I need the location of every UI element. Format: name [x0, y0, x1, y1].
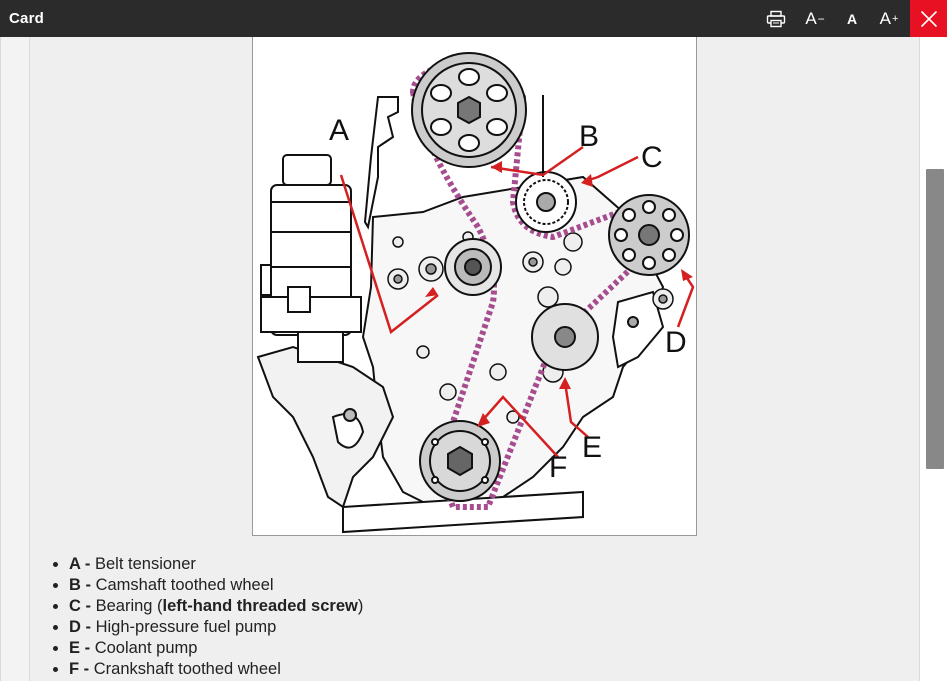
timing-belt-diagram: A B C D E F [252, 37, 697, 536]
legend-item-d: D - High-pressure fuel pump [50, 617, 363, 638]
window-title: Card [9, 10, 44, 27]
callout-arrows [339, 145, 695, 458]
font-increase-label: A [879, 8, 891, 28]
font-reset-button[interactable]: A [838, 0, 866, 37]
scrollbar-thumb[interactable] [926, 169, 944, 469]
belt-tensioner [444, 238, 502, 296]
font-decrease-label: A [805, 8, 817, 28]
callout-c: C [641, 141, 663, 174]
legend-item-e: E - Coolant pump [50, 638, 363, 659]
arrowheads [425, 161, 693, 427]
close-button[interactable] [910, 0, 947, 37]
coolant-pump-wheel [531, 303, 599, 371]
callout-b: B [579, 120, 599, 153]
font-increase-button[interactable]: A+ [874, 0, 904, 37]
legend-item-b: B - Camshaft toothed wheel [50, 575, 363, 596]
camshaft-wheel [411, 52, 527, 168]
print-button[interactable] [762, 0, 790, 37]
legend-item-a: A - Belt tensioner [50, 554, 363, 575]
callout-d: D [665, 326, 687, 359]
legend-item-c: C - Bearing (left-hand threaded screw) [50, 596, 363, 617]
close-icon [920, 10, 937, 27]
left-margin [0, 37, 29, 681]
fuel-filter [260, 154, 362, 363]
printer-icon [766, 10, 786, 27]
title-bar: Card A− A A+ [0, 0, 947, 37]
minus-mark: − [817, 11, 825, 26]
bearing-pulley [515, 95, 577, 233]
engine-bosses [387, 231, 674, 424]
callout-e: E [582, 431, 602, 464]
plus-mark: + [891, 12, 899, 25]
legend-item-f: F - Crankshaft toothed wheel [50, 659, 363, 680]
callout-f: F [549, 451, 567, 484]
callout-a: A [329, 114, 349, 147]
fuel-pump-wheel [608, 194, 690, 276]
font-decrease-button[interactable]: A− [800, 0, 830, 37]
crankshaft-wheel [419, 420, 501, 502]
font-reset-label: A [846, 10, 858, 27]
content-area: A B C D E F A - Belt tensioner B - Camsh… [0, 37, 947, 681]
parts-legend: A - Belt tensioner B - Camshaft toothed … [50, 554, 363, 680]
timing-belt [409, 62, 648, 510]
